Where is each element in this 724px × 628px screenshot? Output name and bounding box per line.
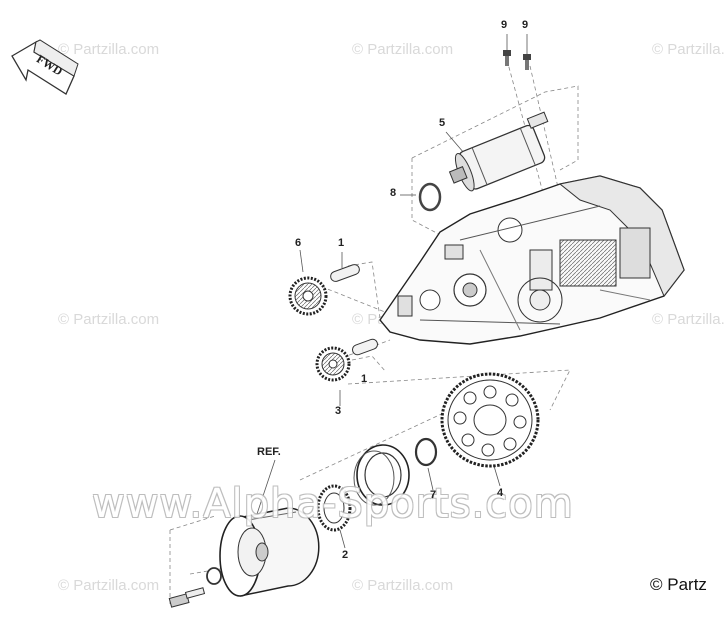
o-ring-part-8 (418, 182, 442, 212)
bolt-part-9a (503, 50, 511, 66)
callout-7: 7 (430, 489, 437, 501)
callout-9b: 9 (522, 19, 529, 31)
watermark-partzilla-3: © Partzilla.com (652, 41, 724, 58)
flywheel-bolt (168, 587, 206, 608)
flywheel-rotor-ref (219, 507, 320, 597)
watermark-partzilla-1: © Partzilla.com (58, 41, 160, 58)
crankcase-housing (379, 175, 685, 345)
watermark-partzilla-6: © Partzilla.com (652, 311, 724, 328)
clutch-housing-ring (353, 444, 410, 506)
watermark-partzilla-4: © Partzilla.com (58, 311, 160, 328)
callout-4: 4 (497, 487, 504, 499)
washer-small (206, 567, 222, 585)
callout-9a: 9 (501, 19, 508, 31)
shaft-part-1a (330, 264, 360, 282)
callout-6: 6 (295, 237, 302, 249)
washer-part-7 (414, 437, 438, 467)
callout-8: 8 (390, 187, 397, 199)
fwd-arrow-icon: FWD (11, 39, 79, 95)
gear-part-3 (315, 346, 351, 382)
watermark-partzilla-2: © Partzilla.com (352, 41, 454, 58)
gear-part-6 (288, 276, 328, 316)
shaft-part-1b (351, 338, 379, 356)
watermark-alpha-sports: www.Alpha-Sports.com (92, 481, 574, 527)
watermark-partzilla-8: © Partzilla.com (352, 577, 454, 594)
starter-motor-part-5 (448, 111, 549, 192)
ref-label: REF. (257, 446, 281, 458)
callout-1b: 1 (361, 373, 368, 385)
callout-5: 5 (439, 117, 446, 129)
callout-1a: 1 (338, 237, 345, 249)
starter-gear-part-4 (440, 372, 540, 468)
copyright-text: © Partz (650, 575, 707, 594)
watermark-partzilla-7: © Partzilla.com (58, 577, 160, 594)
one-way-clutch-part-2 (316, 484, 352, 532)
callout-2: 2 (342, 549, 349, 561)
callout-3: 3 (335, 405, 342, 417)
bolt-part-9b (523, 54, 531, 70)
